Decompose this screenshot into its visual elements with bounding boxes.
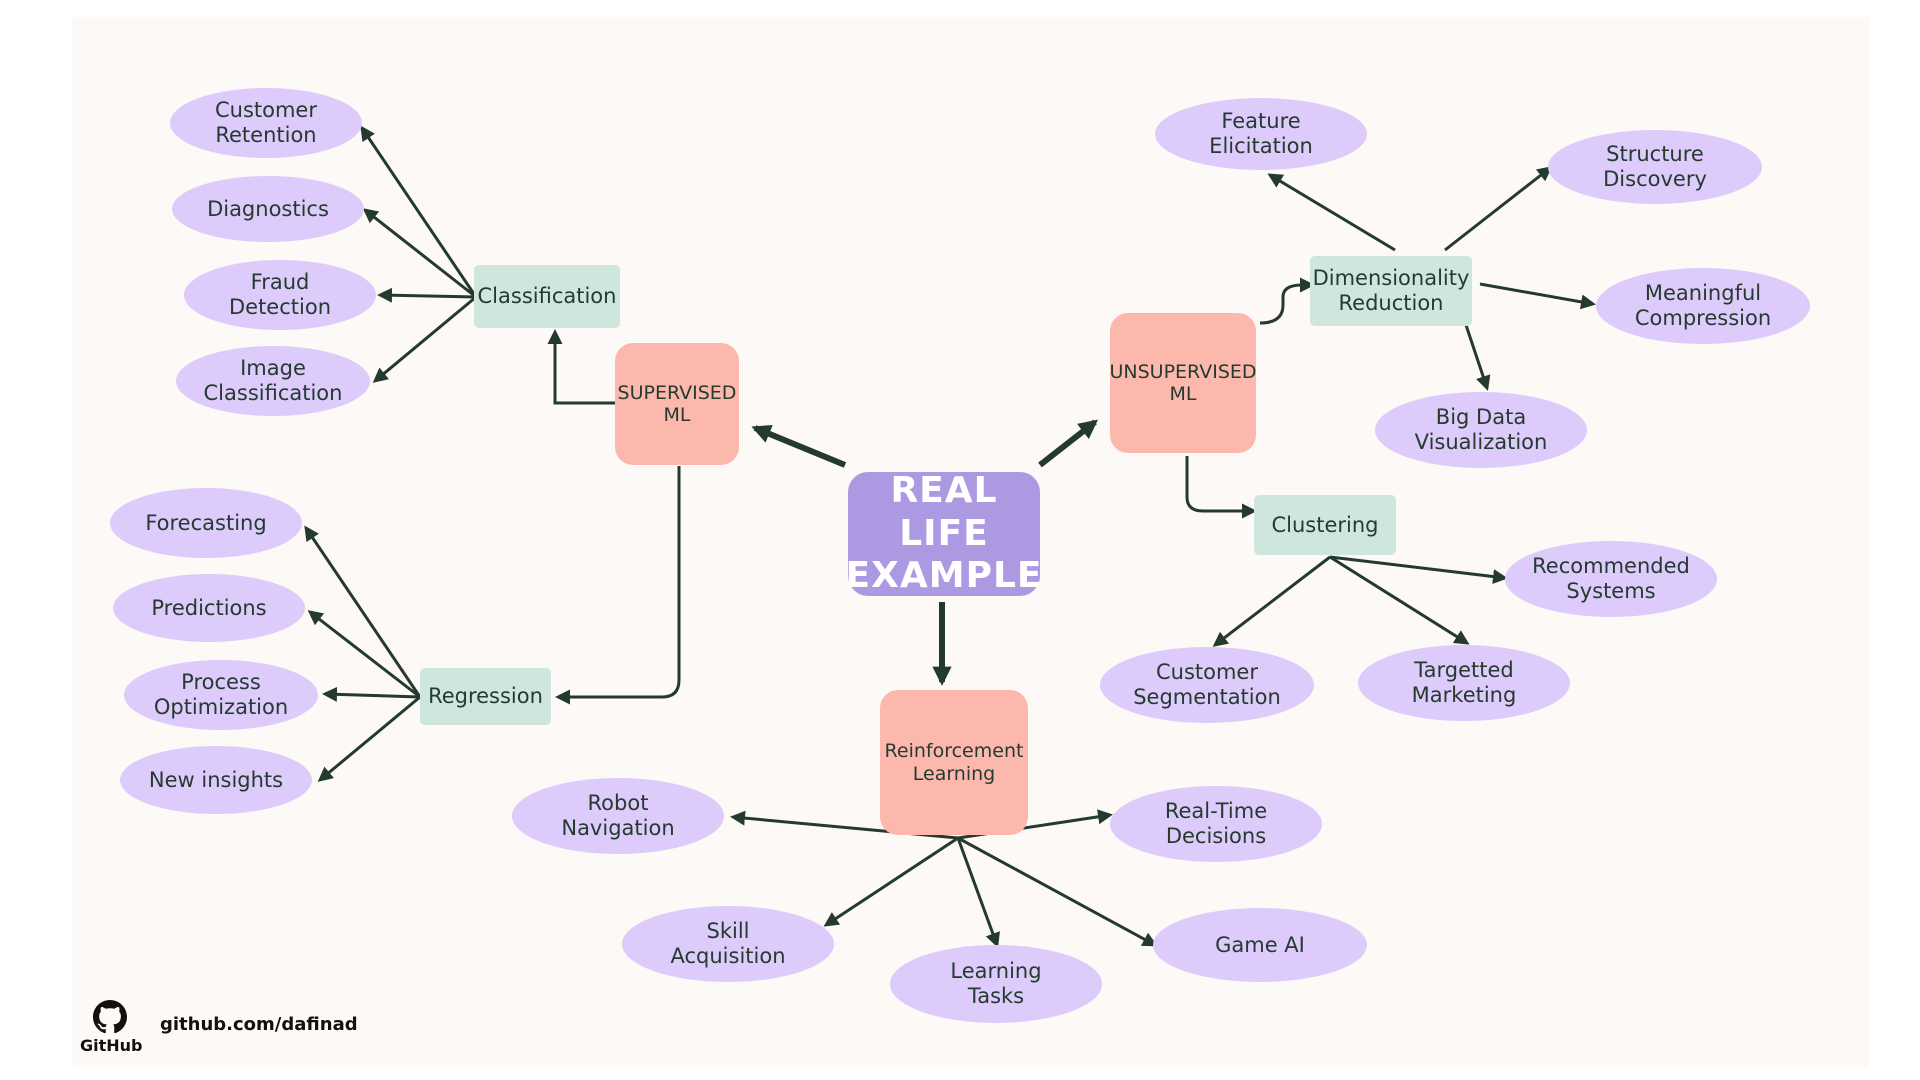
- arrow-regression-new-insights: [317, 695, 421, 782]
- arrow-clustering-targetted-marketing: [1329, 555, 1470, 645]
- leaf-structure-discovery: Structure Discovery: [1548, 130, 1762, 204]
- arrow-dimensionality-feature-elicitation: [1267, 173, 1396, 252]
- center-node-real-life-example: REAL LIFE EXAMPLE: [845, 470, 1043, 597]
- leaf-predictions: Predictions: [113, 574, 305, 642]
- arrow-clustering-customer-segmentation: [1212, 555, 1331, 647]
- leaf-process-optimization: Process Optimization: [124, 660, 318, 730]
- arrow-reinforcement-game-ai: [957, 836, 1158, 947]
- leaf-learning-tasks: Learning Tasks: [890, 945, 1102, 1023]
- category-regression: Regression: [420, 668, 551, 725]
- category-dimensionality-reduction: Dimensionality Reduction: [1310, 256, 1472, 326]
- arrow-classification-customer-retention: [360, 125, 478, 298]
- arrow-unsupervised-clustering: [1185, 456, 1257, 519]
- footer: GitHub github.com/dafinad: [80, 1000, 358, 1055]
- arrow-supervised-classification: [547, 329, 615, 405]
- arrow-center-unsupervised: [1038, 419, 1099, 468]
- leaf-targetted-marketing: Targetted Marketing: [1358, 645, 1570, 721]
- arrow-dimensionality-big-data-visualization: [1464, 324, 1491, 391]
- arrow-reinforcement-skill-acquisition: [823, 836, 959, 927]
- arrow-regression-process-optimization: [322, 686, 421, 702]
- leaf-new-insights: New insights: [120, 746, 312, 814]
- leaf-meaningful-compression: Meaningful Compression: [1596, 268, 1810, 344]
- leaf-game-ai: Game AI: [1153, 908, 1367, 982]
- leaf-recommended-systems: Recommended Systems: [1505, 541, 1717, 617]
- arrow-dimensionality-structure-discovery: [1444, 166, 1553, 252]
- leaf-forecasting: Forecasting: [110, 488, 302, 558]
- category-classification: Classification: [474, 265, 620, 328]
- github-octocat-icon: [93, 1000, 127, 1034]
- arrow-regression-forecasting: [304, 525, 422, 698]
- github-wordmark: GitHub: [80, 1036, 143, 1055]
- leaf-skill-acquisition: Skill Acquisition: [622, 906, 834, 982]
- leaf-diagnostics: Diagnostics: [172, 176, 364, 242]
- branch-node-unsupervised-ml: UNSUPERVISED ML: [1110, 313, 1257, 453]
- arrow-supervised-regression: [555, 466, 681, 705]
- github-logo: GitHub: [80, 1000, 143, 1055]
- arrow-center-supervised: [751, 424, 847, 468]
- github-profile-link[interactable]: github.com/dafinad: [160, 1014, 358, 1035]
- arrow-unsupervised-dimensionality: [1259, 277, 1315, 325]
- arrow-classification-diagnostics: [362, 208, 477, 299]
- leaf-fraud-detection: Fraud Detection: [184, 260, 376, 330]
- arrow-clustering-recommended-systems: [1329, 555, 1508, 585]
- leaf-feature-elicitation: Feature Elicitation: [1155, 98, 1367, 170]
- leaf-big-data-visualization: Big Data Visualization: [1375, 392, 1587, 468]
- leaf-image-classification: Image Classification: [176, 346, 370, 416]
- arrow-reinforcement-learning-tasks: [956, 837, 1000, 948]
- leaf-customer-retention: Customer Retention: [170, 88, 362, 158]
- leaf-robot-navigation: Robot Navigation: [512, 778, 724, 854]
- leaf-real-time-decisions: Real-Time Decisions: [1110, 786, 1322, 862]
- arrow-classification-image-classification: [372, 295, 477, 383]
- arrow-dimensionality-meaningful-compression: [1479, 282, 1596, 310]
- leaf-customer-segmentation: Customer Segmentation: [1100, 647, 1314, 723]
- branch-node-supervised-ml: SUPERVISED ML: [615, 343, 739, 465]
- arrow-classification-fraud-detection: [377, 287, 477, 303]
- category-clustering: Clustering: [1254, 495, 1396, 555]
- arrow-regression-predictions: [307, 610, 421, 699]
- branch-node-reinforcement-learning: Reinforcement Learning: [880, 690, 1028, 835]
